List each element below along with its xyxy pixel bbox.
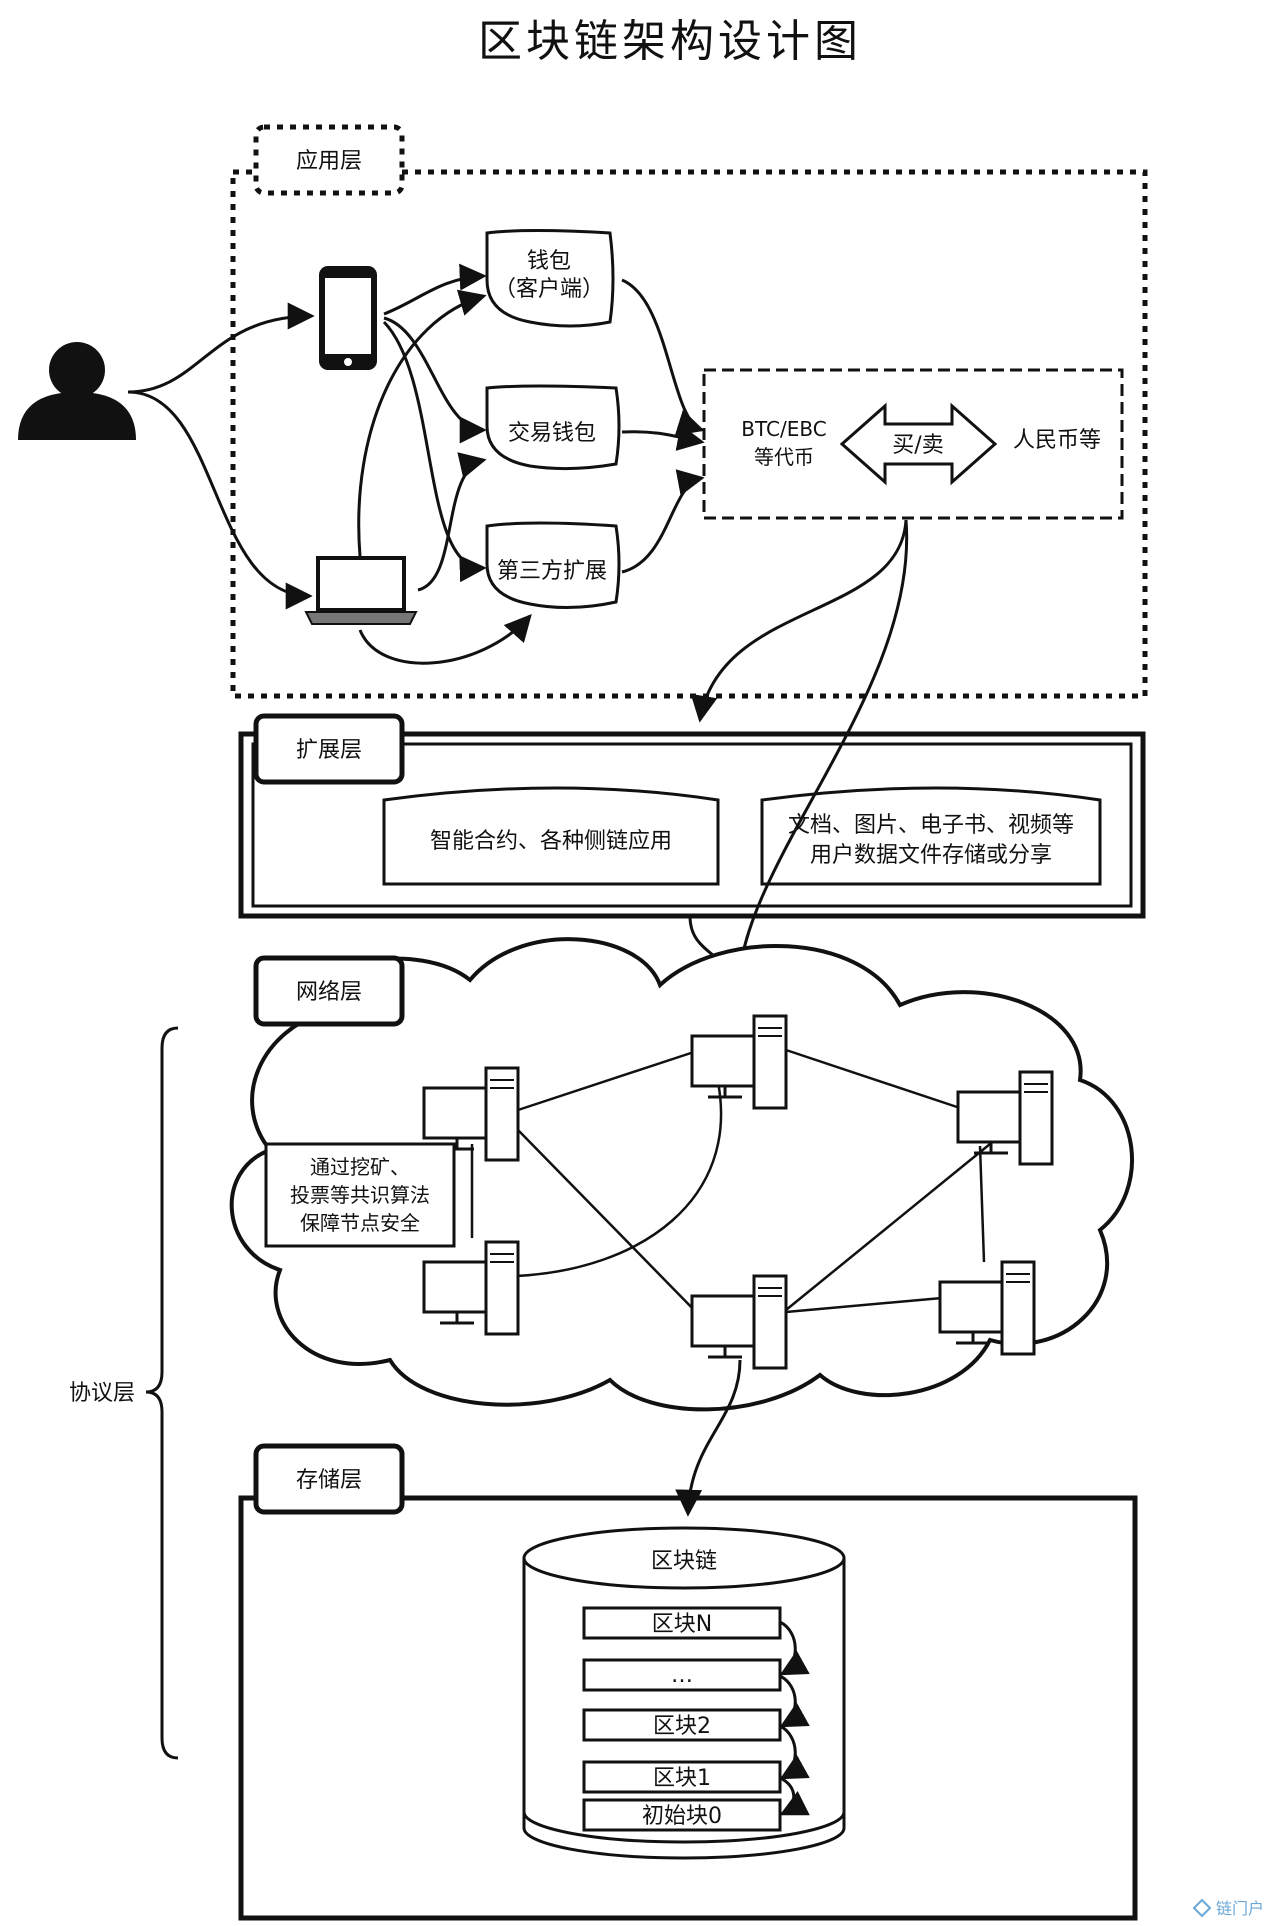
buy-sell-double-arrow — [839, 402, 998, 486]
extension-layer-frame-outer — [238, 731, 1146, 919]
coins-label-1: BTC/EBC — [741, 417, 826, 441]
consensus-label-2: 投票等共识算法 — [290, 1183, 430, 1207]
consensus-label-3: 保障节点安全 — [300, 1211, 420, 1235]
block-genesis: 初始块0 — [582, 1798, 782, 1832]
svg-text:…: … — [671, 1663, 693, 1688]
smart-contracts-label: 智能合约、各种侧链应用 — [430, 829, 672, 854]
server-node-bottom-center — [690, 1274, 788, 1370]
application-layer-frame — [230, 169, 1148, 699]
server-node-left — [422, 1066, 520, 1162]
watermark: 链门户 — [1192, 1898, 1264, 1918]
watermark-label: 链门户 — [1216, 1899, 1264, 1918]
wallet-client-node — [485, 229, 615, 328]
network-layer-label: 网络层 — [296, 980, 362, 1005]
protocol-layer-label: 协议层 — [69, 1381, 135, 1406]
extension-layer-tab — [253, 713, 405, 785]
server-node-top — [690, 1014, 788, 1110]
block-1: 区块1 — [582, 1760, 782, 1794]
smartphone-icon — [319, 266, 377, 370]
storage-layer-tab — [253, 1443, 405, 1515]
application-layer-label: 应用层 — [296, 149, 362, 174]
block-chain-arrows — [779, 1620, 810, 1816]
storage-layer-frame — [238, 1495, 1138, 1921]
user-files-box — [760, 786, 1102, 886]
application-connectors — [127, 263, 908, 723]
extension-layer: 扩展层 智能合约、各种侧链应用 文档、图片、电子书、视频等 用户数据文件存储或分… — [238, 519, 1146, 1011]
user-files-label-1: 文档、图片、电子书、视频等 — [788, 813, 1074, 838]
protocol-bracket — [145, 1026, 179, 1760]
diagram-title: 区块链架构设计图 — [478, 16, 862, 67]
third-party-node — [485, 521, 621, 610]
watermark-logo-icon — [1192, 1898, 1212, 1918]
exchange-wallet-label: 交易钱包 — [508, 421, 596, 446]
exchange-wallet-node — [485, 384, 621, 471]
server-node-right — [956, 1070, 1054, 1166]
svg-text:区块1: 区块1 — [653, 1766, 711, 1791]
laptop-icon — [304, 556, 418, 625]
wallet-client-label-2: （客户端） — [494, 277, 604, 302]
fiat-label: 人民币等 — [1013, 428, 1101, 453]
svg-text:区块2: 区块2 — [653, 1714, 711, 1739]
server-node-bottom-right — [938, 1260, 1036, 1356]
block-ellipsis: … — [582, 1658, 782, 1692]
node-links — [470, 1048, 991, 1317]
coin-to-network-arrow — [722, 519, 909, 1011]
svg-text:区块N: 区块N — [652, 1612, 712, 1637]
application-layer: 应用层 钱包 （客户端） 交易钱包 第三方扩展 BTC/EBC 等代币 — [18, 124, 1148, 723]
server-node-bottom-left — [422, 1240, 520, 1336]
third-party-label: 第三方扩展 — [497, 559, 607, 584]
network-layer: 网络层 — [229, 937, 1134, 1517]
network-layer-tab — [253, 955, 405, 1027]
block-n: 区块N — [582, 1606, 782, 1640]
extension-layer-label: 扩展层 — [296, 738, 362, 763]
extension-layer-frame-inner — [251, 742, 1133, 908]
user-files-label-2: 用户数据文件存储或分享 — [810, 843, 1052, 868]
buy-sell-label: 买/卖 — [892, 433, 943, 458]
consensus-label-1: 通过挖矿、 — [310, 1155, 410, 1179]
storage-layer-label: 存储层 — [296, 1468, 362, 1493]
wallet-client-label-1: 钱包 — [527, 249, 571, 274]
coins-label-2: 等代币 — [754, 445, 814, 469]
block-2: 区块2 — [582, 1708, 782, 1742]
network-to-storage-arrow — [675, 1359, 742, 1517]
svg-text:初始块0: 初始块0 — [642, 1804, 722, 1829]
application-layer-tab — [253, 124, 405, 196]
smart-contracts-box — [382, 786, 720, 886]
user-icon — [18, 342, 136, 440]
consensus-note — [264, 1142, 456, 1248]
blockchain-db-title: 区块链 — [651, 1549, 717, 1574]
storage-layer: 存储层 区块链 区块N … 区块2 区块1 初始块0 — [238, 1443, 1138, 1921]
protocol-layer: 协议层 — [69, 1026, 179, 1760]
